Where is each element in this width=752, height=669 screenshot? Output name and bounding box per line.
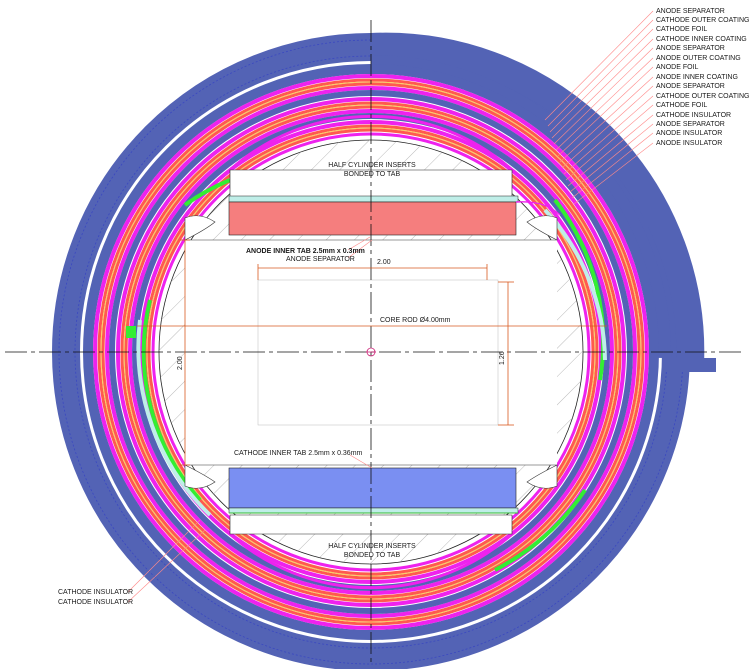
callout-label: CATHODE FOIL	[656, 102, 707, 109]
leader-lines-top-right	[544, 10, 654, 205]
leader-lines-center	[347, 236, 373, 469]
callout-label: CATHODE INNER COATING	[656, 36, 747, 43]
insert-label-line: BONDED TO TAB	[344, 171, 401, 178]
insert-label-line: HALF CYLINDER INSERTS	[328, 162, 416, 169]
callout-label: CATHODE OUTER COATING	[656, 17, 749, 24]
dimension-left-vertical-label: 2.00	[177, 356, 184, 370]
callout-label: CATHODE INSULATOR	[656, 112, 731, 119]
anode-separator-label: ANODE SEPARATOR	[286, 256, 355, 263]
callout-label: ANODE SEPARATOR	[656, 121, 725, 128]
dimension-horizontal-label: 2.00	[377, 259, 391, 266]
anode-inner-tab	[228, 195, 561, 236]
inner-separator-arcs	[126, 114, 607, 590]
dimension-right-vertical-label: 1.26	[499, 351, 506, 365]
insert-label-line: HALF CYLINDER INSERTS	[328, 543, 416, 550]
callout-label: CATHODE OUTER COATING	[656, 93, 749, 100]
callout-label: ANODE INSULATOR	[656, 130, 722, 137]
cathode-inner-tab	[228, 467, 519, 514]
callout-label: CATHODE FOIL	[656, 26, 707, 33]
anode-tab-label: ANODE INNER TAB 2.5mm x 0.3mm	[246, 248, 365, 255]
callout-label: ANODE INNER COATING	[656, 74, 738, 81]
core-rod-label: CORE ROD Ø4.00mm	[380, 317, 451, 324]
dimension-lines	[137, 239, 607, 466]
cathode-tab-label: CATHODE INNER TAB 2.5mm x 0.36mm	[234, 450, 363, 457]
bottom-insert-label: HALF CYLINDER INSERTS BONDED TO TAB	[328, 543, 416, 559]
callout-label: CATHODE INSULATOR	[58, 589, 133, 596]
insert-label-line: BONDED TO TAB	[344, 552, 401, 559]
center-lines	[5, 20, 745, 665]
leader-lines-bottom-left	[127, 519, 206, 603]
callout-label: ANODE SEPARATOR	[656, 83, 725, 90]
callout-labels-top-right: ANODE SEPARATOR CATHODE OUTER COATING CA…	[656, 8, 749, 147]
callout-label: CATHODE INSULATOR	[58, 599, 133, 606]
top-insert-label: HALF CYLINDER INSERTS BONDED TO TAB	[328, 162, 416, 178]
callout-label: ANODE SEPARATOR	[656, 8, 725, 15]
callout-label: ANODE INSULATOR	[656, 140, 722, 147]
callout-label: ANODE OUTER COATING	[656, 55, 741, 62]
callout-labels-bottom-left: CATHODE INSULATOR CATHODE INSULATOR	[58, 589, 133, 606]
callout-label: ANODE SEPARATOR	[656, 45, 725, 52]
callout-label: ANODE FOIL	[656, 64, 699, 71]
